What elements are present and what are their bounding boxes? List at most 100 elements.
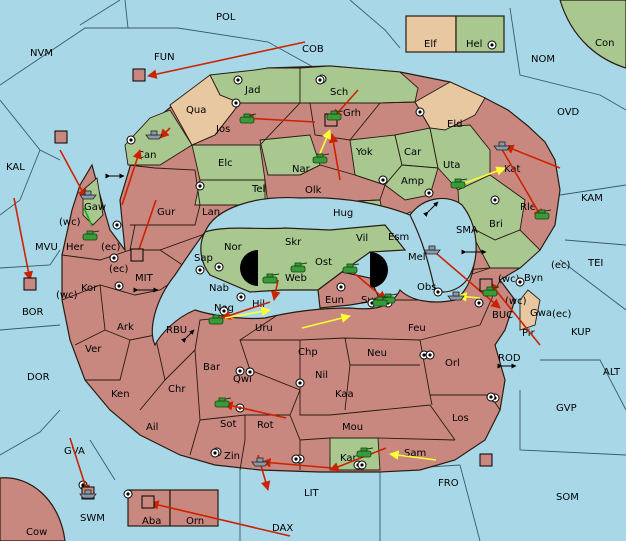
army-unit-icon[interactable] [342,263,360,274]
army-unit-icon[interactable] [290,262,308,273]
army-unit-icon[interactable] [214,397,232,408]
supply-center-icon [112,220,122,230]
move-orders [13,41,561,537]
supply-center-icon [378,175,388,185]
land-labels: Elf Hel Jad Sch Qua Jos Grh Eld Can Elc … [66,39,552,527]
supply-center-icon [214,262,224,272]
label-hug: Hug [333,208,353,219]
army-unit-icon[interactable] [482,286,500,297]
fleet-unit-icon[interactable] [423,245,441,255]
supply-center-icon [357,460,367,470]
label-web: Web [285,273,307,284]
label-uru: Uru [255,323,273,334]
label-sot: Sot [220,419,236,430]
army-unit-icon[interactable] [312,153,330,164]
label-nab: Nab [209,283,229,294]
supply-center-icon [245,367,255,377]
label-gaw: Gaw [84,202,106,213]
fleet-unit-icon[interactable] [447,291,465,301]
label-byn: Byn [524,273,543,284]
label-neu: Neu [367,348,387,359]
label-ail: Ail [146,422,158,433]
label-qwi: Qwi [233,374,252,385]
label-sap: Sap [194,253,213,264]
strait-markers [105,173,517,369]
label-nil: Nil [315,370,328,381]
label-hel: Hel [466,39,482,50]
label-obs: Obs [417,282,436,293]
label-kam: KAM [581,193,603,204]
label-qua: Qua [186,105,206,116]
label-bri: Bri [489,219,503,230]
order-move [221,301,271,320]
label-bar: Bar [203,362,221,373]
label-amp: Amp [401,176,424,187]
island-elf-hel[interactable] [405,15,505,53]
label-chr: Chr [168,384,186,395]
army-unit-icon[interactable] [208,314,226,325]
label-ken: Ken [111,389,130,400]
supply-center-icon [126,135,136,145]
order-move [261,457,333,469]
supply-center-icon [195,265,205,275]
coast-wc-buc: (wc) [505,296,527,307]
fleet-unit-icon[interactable] [493,141,511,151]
order-move [59,149,87,199]
coast-ec-gwa: (ec) [552,309,572,320]
fleet-unit-icon[interactable] [145,130,163,140]
fleet-unit-icon[interactable] [79,190,97,200]
army-unit-icon[interactable] [326,110,344,121]
label-swm: SWM [80,513,105,524]
supply-center-icon [219,306,229,316]
label-pir: Pir [522,328,536,339]
label-kor: Kor [81,283,98,294]
order-move [329,447,387,472]
fleet-unit-icon[interactable] [251,457,269,467]
label-yok: Yok [355,147,373,158]
label-olk: Olk [305,185,322,196]
supply-center-icon [425,350,435,360]
label-con: Con [595,38,614,49]
order-move [159,127,171,139]
label-fun: FUN [154,52,175,63]
label-zin: Zin [224,451,240,462]
label-ovd: OVD [557,107,580,118]
label-rbu: RBU [166,325,187,336]
label-rod: ROD [498,353,521,364]
label-mou: Mou [342,422,363,433]
coast-wc-gaw: (wc) [59,217,81,228]
army-unit-icon[interactable] [450,178,468,189]
canal-east[interactable] [370,252,388,288]
coast-ec-kor: (ec) [109,264,129,275]
supply-center-icon [114,281,124,291]
army-unit-icon[interactable] [262,273,280,284]
units[interactable] [79,110,552,499]
supply-center-icon [210,448,220,458]
coast-wc-obs: (wc) [498,274,520,285]
army-unit-icon[interactable] [356,447,374,458]
supply-center-icon [415,107,425,117]
army-unit-icon[interactable] [534,209,552,220]
army-unit-icon[interactable] [239,113,257,124]
fleet-unit-icon[interactable] [79,489,97,499]
label-elc: Elc [218,158,233,169]
order-move [270,279,281,301]
label-uta: Uta [443,160,460,171]
canal-west[interactable] [240,250,258,286]
label-grh: Grh [343,108,361,119]
label-sch: Sch [330,87,348,98]
supply-center-icon [195,181,205,191]
army-unit-icon[interactable] [82,230,100,241]
supply-center-icon [486,392,496,402]
order-support [301,313,351,329]
order-move [429,247,501,309]
supply-center-icon [515,277,525,287]
label-dor: DOR [27,372,50,383]
label-kar: Kar [340,453,358,464]
army-unit-icon[interactable] [372,296,390,307]
order-move [121,149,142,206]
label-ost: Ost [315,257,332,268]
order-move [69,437,90,495]
